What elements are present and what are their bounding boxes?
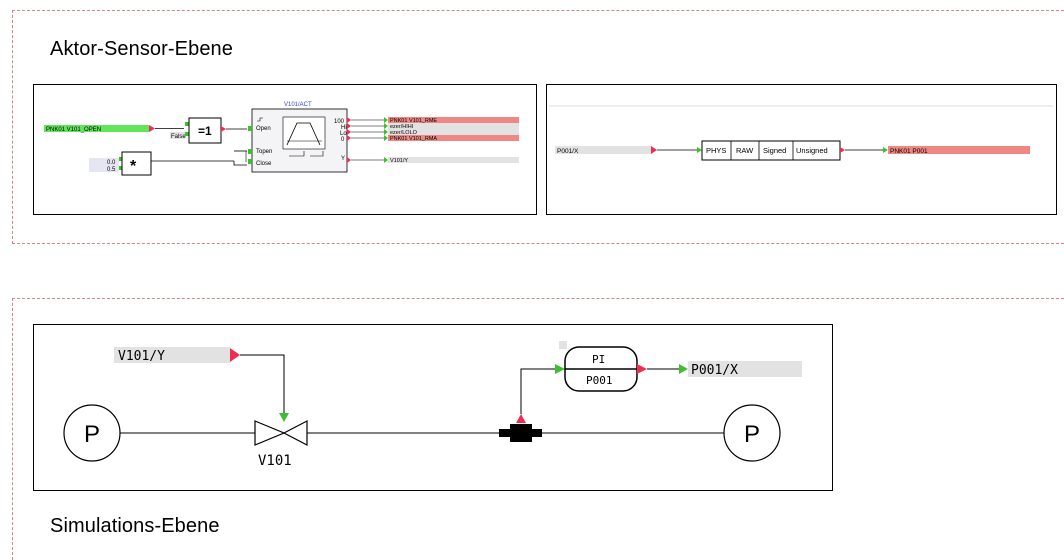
sim-output-signal[interactable] xyxy=(688,361,802,377)
rma-signal-label: PNK01 V101_RMA xyxy=(390,136,437,142)
rme-signal[interactable] xyxy=(388,117,519,123)
pin-close-label: Close xyxy=(256,161,272,167)
pin-open-label: Open xyxy=(256,126,271,132)
sim-input-label: V101/Y xyxy=(118,349,165,364)
constant-b-label: 0.5 xyxy=(107,167,116,173)
xor-gate[interactable] xyxy=(188,117,222,144)
multiply-block[interactable] xyxy=(121,151,152,176)
hihi-signal[interactable] xyxy=(388,123,519,129)
open-input-label: PNK01 V101_OPEN xyxy=(46,127,101,133)
simulation-level-title: Simulations-Ebene xyxy=(50,515,220,537)
valve-v101[interactable] xyxy=(254,420,286,446)
pi-tag: P001 xyxy=(586,374,613,387)
mode-raw[interactable]: RAW xyxy=(736,146,754,155)
xor-gate-label: =1 xyxy=(198,124,212,138)
false-constant-label: False xyxy=(171,134,186,140)
actuator-block-title: V101/ACT xyxy=(284,102,312,108)
sensor-input-label: P001/X xyxy=(557,148,579,155)
actuator-logic-panel: PNK01 V101_OPEN False =1 0.0 0.5 * V101/… xyxy=(33,84,537,215)
mode-phys[interactable]: PHYS xyxy=(706,146,726,155)
multiply-label: * xyxy=(130,158,137,175)
mode-signed[interactable]: Signed xyxy=(763,146,786,155)
out-hi-label: Hi xyxy=(341,125,347,131)
lolo-signal-label: ezer/LOLO xyxy=(390,130,418,136)
pin-topen-label: Topen xyxy=(256,149,272,155)
out-0-label: 0 xyxy=(341,137,345,143)
open-input-signal[interactable] xyxy=(44,125,149,132)
pi-label: PI xyxy=(592,353,605,366)
sim-input-signal[interactable] xyxy=(114,347,230,363)
sensor-input-signal[interactable] xyxy=(555,146,651,154)
valve-label: V101 xyxy=(258,453,292,469)
out-y-label: Y xyxy=(341,156,345,162)
actor-sensor-level-title: Aktor-Sensor-Ebene xyxy=(50,38,234,60)
sensor-output-signal[interactable] xyxy=(888,146,1030,154)
constant-a-label: 0.0 xyxy=(107,160,116,166)
rma-signal[interactable] xyxy=(388,135,519,141)
actor-sensor-level-section xyxy=(12,10,1064,244)
out-lo-label: Lo xyxy=(340,131,347,137)
pressure-tap[interactable] xyxy=(510,424,532,442)
y-signal-label: V101/Y xyxy=(390,158,408,164)
sim-output-label: P001/X xyxy=(691,363,738,378)
mode-unsigned[interactable]: Unsigned xyxy=(796,146,828,155)
sensor-logic-panel: P001/X PHYS RAW Signed Unsigned PNK01 P0… xyxy=(546,84,1057,215)
right-pump-label: P xyxy=(744,421,760,448)
constant-inputs[interactable] xyxy=(89,158,119,172)
y-signal[interactable] xyxy=(388,157,519,163)
left-pump-label: P xyxy=(84,421,100,448)
hihi-signal-label: ezer/HIHI xyxy=(390,124,414,130)
right-pump[interactable] xyxy=(723,404,781,462)
simulation-panel: V101/Y P V101 PI P001 P001/X xyxy=(33,324,833,491)
simulation-level-section xyxy=(12,298,1064,560)
open-output-pin xyxy=(149,125,155,132)
lolo-signal[interactable] xyxy=(388,129,519,135)
false-constant[interactable] xyxy=(170,132,186,139)
sensor-output-label: PNK01 P001 xyxy=(890,148,928,155)
out-100-label: 100 xyxy=(334,119,345,125)
rme-signal-label: PNK01 V101_RME xyxy=(390,118,437,124)
